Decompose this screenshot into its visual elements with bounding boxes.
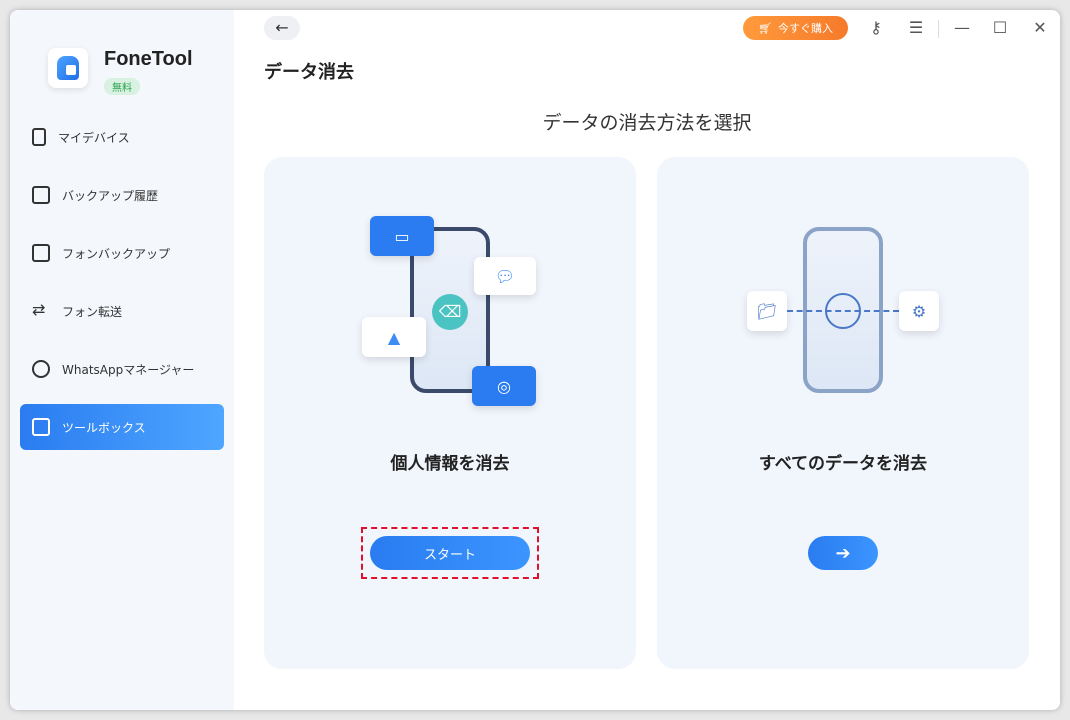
free-badge: 無料 <box>104 78 140 95</box>
sidebar-item-backup-history[interactable]: バックアップ履歴 <box>20 172 224 218</box>
menu-icon[interactable]: ☰ <box>908 18 924 37</box>
copy-icon <box>32 244 50 262</box>
erase-all-data-card[interactable]: 📁︎ ⚙ すべてのデータを消去 ➔ <box>657 157 1029 669</box>
page-title: データ消去 <box>264 62 354 83</box>
card-title: すべてのデータを消去 <box>758 454 928 474</box>
next-arrow-button[interactable]: ➔ <box>808 536 878 570</box>
erase-private-data-card[interactable]: ▭ 💬︎ ⌫ ▲ ◎ 個人情報を消去 スタート <box>264 157 636 669</box>
image-icon: ▲ <box>362 317 426 357</box>
cart-icon: 🛒︎ <box>758 21 772 35</box>
key-icon[interactable]: ⚷ <box>870 18 882 37</box>
window-icon: ▭ <box>370 216 434 256</box>
list-icon <box>32 186 50 204</box>
maximize-button[interactable]: ☐ <box>992 18 1008 37</box>
section-subtitle: データの消去方法を選択 <box>542 112 752 134</box>
sidebar-item-whatsapp[interactable]: WhatsAppマネージャー <box>20 346 224 392</box>
sidebar-item-phone-backup[interactable]: フォンバックアップ <box>20 230 224 276</box>
phone-icon <box>32 128 46 146</box>
sidebar: FoneTool 無料 マイデバイス バックアップ履歴 フォンバックアップ ⇄フ… <box>10 10 234 710</box>
minimize-button[interactable]: — <box>954 18 970 37</box>
message-icon: 💬︎ <box>474 257 536 295</box>
card-title: 個人情報を消去 <box>390 454 510 474</box>
sidebar-item-phone-transfer[interactable]: ⇄フォン転送 <box>32 300 123 319</box>
highlight-box <box>361 527 539 579</box>
divider <box>938 20 939 38</box>
compass-icon: ◎ <box>472 366 536 406</box>
fonetool-logo <box>48 48 88 88</box>
sidebar-item-toolbox[interactable]: ツールボックス <box>20 404 224 450</box>
buy-now-button[interactable]: 🛒︎今すぐ購入 <box>743 16 848 40</box>
connector-line <box>787 310 899 312</box>
gear-icon: ⚙ <box>899 291 939 331</box>
folder-icon: 📁︎ <box>747 291 787 331</box>
start-button[interactable]: スタート <box>370 536 530 570</box>
back-button[interactable]: ← <box>264 16 300 40</box>
sidebar-item-my-device[interactable]: マイデバイス <box>20 114 224 160</box>
app-name: FoneTool <box>104 48 193 70</box>
chat-icon <box>32 360 50 378</box>
app-window: FoneTool 無料 マイデバイス バックアップ履歴 フォンバックアップ ⇄フ… <box>10 10 1060 710</box>
eraser-icon: ⌫ <box>432 294 468 330</box>
close-button[interactable]: ✕ <box>1033 18 1047 37</box>
transfer-icon: ⇄ <box>32 300 46 319</box>
toolbox-icon <box>32 418 50 436</box>
